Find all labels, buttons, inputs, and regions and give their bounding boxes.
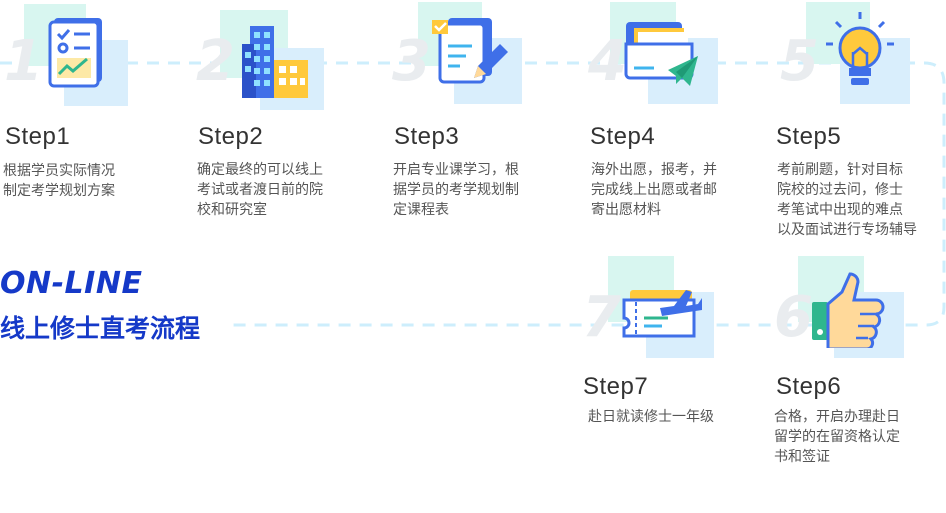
light-bulb-icon [826, 12, 894, 85]
step-number: 7 [582, 285, 621, 350]
buildings-icon [242, 26, 308, 98]
description-line: 赴日就读修士一年级 [588, 408, 714, 424]
step-4: 4 Step4 海外出愿，报考，并 完成线上出愿或者邮 寄出愿材料 [584, 0, 774, 220]
step-title: Step7 [583, 373, 649, 400]
step-title: Step2 [198, 123, 264, 150]
step-1: 1 Step1 根据学员实际情况 制定考学规划方案 [0, 0, 190, 210]
description-line: 定课程表 [393, 201, 449, 217]
description-line: 校和研究室 [197, 201, 267, 217]
description-line: 考笔试中出现的难点 [777, 201, 903, 217]
step-7: 7 Step7 赴日就读修士一年级 [578, 250, 776, 450]
step-description: 开启专业课学习，根 据学员的考学规划制 定课程表 [393, 159, 519, 219]
description-line: 合格，开启办理赴日 [774, 408, 900, 424]
step-title: Step3 [394, 123, 460, 150]
folder-paper-plane-icon [624, 22, 698, 86]
description-line: 书和签证 [774, 448, 830, 464]
online-heading: ON-LINE [0, 266, 143, 301]
step-description: 海外出愿，报考，并 完成线上出愿或者邮 寄出愿材料 [591, 159, 717, 219]
step-number: 4 [588, 29, 627, 94]
description-line: 寄出愿材料 [591, 201, 661, 217]
step-description: 赴日就读修士一年级 [588, 406, 714, 426]
description-line: 留学的在留资格认定 [774, 428, 900, 444]
step-title: Step1 [5, 123, 71, 150]
step-number: 2 [196, 29, 235, 94]
description-line: 以及面试进行专场辅导 [777, 221, 917, 237]
step-title: Step6 [776, 373, 842, 400]
description-line: 考前刷题，针对目标 [777, 161, 903, 177]
step-description: 合格，开启办理赴日 留学的在留资格认定 书和签证 [774, 406, 900, 466]
step-description: 确定最终的可以线上 考试或者渡日前的院 校和研究室 [197, 159, 323, 219]
description-line: 考试或者渡日前的院 [197, 181, 323, 197]
flow-subtitle: 线上修士直考流程 [0, 315, 201, 343]
description-line: 院校的过去问，修士 [777, 181, 903, 197]
step-number: 6 [774, 285, 813, 350]
checklist-chart-icon [48, 18, 102, 88]
step-5: 5 Step5 考前刷题，针对目标 院校的过去问，修士 考笔试中出现的难点 以及… [776, 0, 946, 240]
step-description: 考前刷题，针对目标 院校的过去问，修士 考笔试中出现的难点 以及面试进行专场辅导 [777, 159, 917, 239]
description-line: 根据学员实际情况 [3, 162, 115, 178]
description-line: 开启专业课学习，根 [393, 161, 519, 177]
thumbs-up-icon [812, 272, 885, 348]
description-line: 制定考学规划方案 [3, 182, 115, 198]
step-3: 3 Step3 开启专业课学习，根 据学员的考学规划制 定课程表 [388, 0, 578, 220]
step-title: Step4 [590, 123, 656, 150]
step-2: 2 Step2 确定最终的可以线上 考试或者渡日前的院 校和研究室 [192, 0, 382, 217]
plane-ticket-icon [622, 290, 702, 338]
document-pencil-icon [432, 18, 508, 84]
step-description: 根据学员实际情况 制定考学规划方案 [3, 160, 115, 200]
description-line: 完成线上出愿或者邮 [591, 181, 717, 197]
description-line: 据学员的考学规划制 [393, 181, 519, 197]
step-number: 5 [780, 29, 819, 94]
description-line: 海外出愿，报考，并 [591, 161, 717, 177]
step-title: Step5 [776, 123, 842, 150]
step-number: 3 [392, 29, 431, 94]
step-number: 1 [4, 29, 43, 94]
step-6: 6 Step6 合格，开启办理赴日 留学的在留资格认定 书和签证 [770, 250, 946, 470]
description-line: 确定最终的可以线上 [197, 161, 323, 177]
